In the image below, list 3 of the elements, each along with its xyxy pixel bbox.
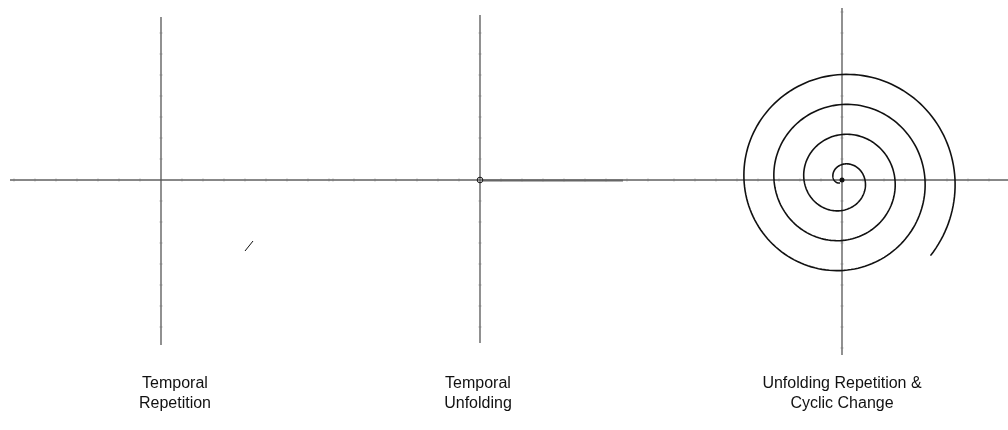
caption-label: Unfolding Repetition & Cyclic Change (761, 373, 923, 413)
caption-label: Temporal Repetition (137, 373, 212, 413)
caption-label: Temporal Unfolding (443, 373, 513, 413)
